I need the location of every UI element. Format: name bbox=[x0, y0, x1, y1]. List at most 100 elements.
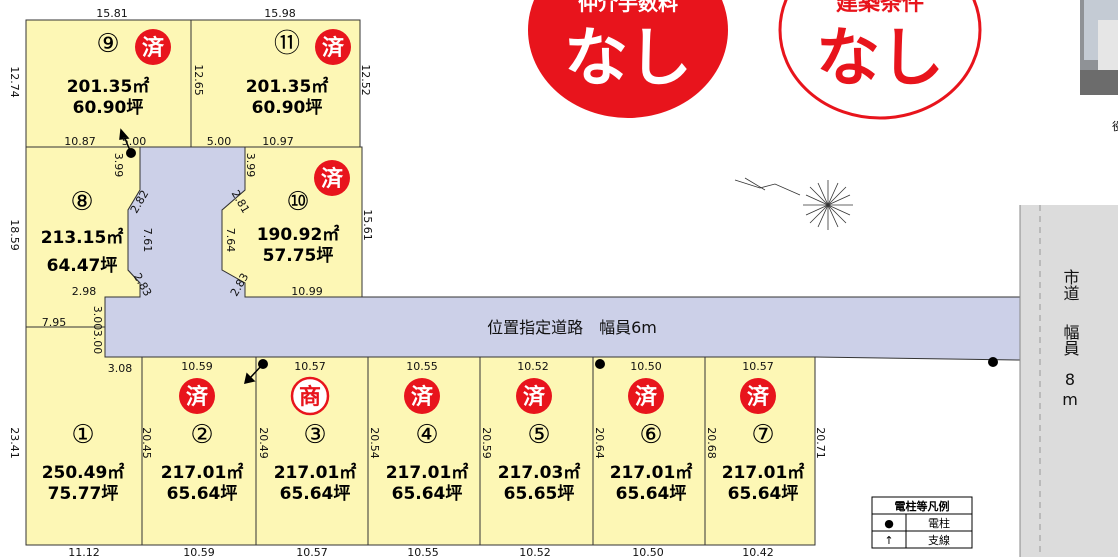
dimension-label: 23.41 bbox=[8, 427, 21, 459]
dimension-label: 5.00 bbox=[122, 135, 147, 148]
legend-pole-symbol: ● bbox=[884, 517, 894, 530]
badge-condition-text: 建築条件 bbox=[836, 0, 924, 16]
dimension-label: 3.00 bbox=[91, 306, 104, 331]
badge-commission-word: なし bbox=[564, 22, 692, 96]
dimension-label: 12.65 bbox=[192, 64, 205, 96]
status-stamp-text: 済 bbox=[635, 384, 658, 410]
lot-area: 213.15㎡ bbox=[41, 227, 124, 248]
lot-area: 250.49㎡ bbox=[42, 462, 125, 483]
guy-wire-arrows bbox=[119, 128, 264, 384]
dimension-label: 3.99 bbox=[112, 153, 125, 178]
dimension-label: 7.64 bbox=[224, 228, 237, 253]
status-stamp bbox=[516, 378, 552, 414]
dimension-label: 20.64 bbox=[593, 427, 606, 459]
lot-tsubo: 65.64坪 bbox=[280, 484, 351, 504]
dimension-label: 18.59 bbox=[8, 219, 21, 251]
dimension-label: 10.55 bbox=[406, 360, 438, 373]
status-stamp-text: 商 bbox=[299, 384, 321, 410]
status-stamp-text: 済 bbox=[411, 384, 434, 410]
lot-number: ③ bbox=[303, 420, 326, 450]
city-road-width-unit: m bbox=[1062, 390, 1078, 409]
photo-caption: 役 bbox=[1112, 119, 1118, 133]
dimension-label: 15.61 bbox=[361, 209, 374, 241]
dimension-label: 20.68 bbox=[705, 427, 718, 459]
dimension-label: 10.55 bbox=[407, 546, 439, 557]
lot-area: 217.01㎡ bbox=[722, 462, 805, 483]
legend-title: 電柱等凡例 bbox=[895, 499, 950, 513]
private-road-label: 位置指定道路 幅員6m bbox=[487, 318, 657, 337]
dimension-label: 10.50 bbox=[632, 546, 664, 557]
legend-guy-symbol: ↑ bbox=[884, 534, 893, 547]
lot-area: 217.01㎡ bbox=[274, 462, 357, 483]
dimension-label: 20.54 bbox=[368, 427, 381, 459]
lot-number: ⑩ bbox=[286, 187, 309, 217]
dimension-label: 20.49 bbox=[257, 427, 270, 459]
dimension-label: 2.98 bbox=[72, 285, 97, 298]
lot-number: ⑦ bbox=[751, 420, 774, 450]
lot-tsubo: 65.64坪 bbox=[616, 484, 687, 504]
dimension-label: 12.52 bbox=[359, 64, 372, 96]
status-stamp-text: 済 bbox=[747, 384, 770, 410]
lot-tsubo: 65.64坪 bbox=[728, 484, 799, 504]
city-road-width-value: 8 bbox=[1065, 370, 1075, 389]
dimension-label: 20.45 bbox=[140, 427, 153, 459]
dimension-label: 10.52 bbox=[519, 546, 551, 557]
lot-area: 217.01㎡ bbox=[386, 462, 469, 483]
dimension-label: 20.71 bbox=[814, 427, 827, 459]
dimension-label: 7.61 bbox=[141, 228, 154, 253]
lot-number: ⑤ bbox=[527, 420, 550, 450]
guy-wire-head bbox=[119, 128, 130, 140]
lot-tsubo: 60.90坪 bbox=[73, 98, 144, 118]
lot-tsubo: 60.90坪 bbox=[252, 98, 323, 118]
dimension-label: 3.99 bbox=[244, 153, 257, 178]
north-arrow-icon bbox=[734, 177, 853, 230]
status-stamp bbox=[135, 29, 171, 65]
dimension-label: 20.59 bbox=[480, 427, 493, 459]
lot-tsubo: 57.75坪 bbox=[263, 246, 334, 266]
dimension-label: 11.12 bbox=[68, 546, 100, 557]
lot-area: 201.35㎡ bbox=[67, 76, 150, 97]
status-stamp bbox=[404, 378, 440, 414]
dimension-label: 10.57 bbox=[296, 546, 328, 557]
lot-number: ① bbox=[71, 420, 94, 450]
no-building-condition-badge: 建築条件 なし bbox=[778, 0, 982, 120]
lot-number: ⑧ bbox=[70, 187, 93, 217]
utility-pole-icon bbox=[595, 359, 605, 369]
status-stamp bbox=[315, 29, 351, 65]
city-road bbox=[1020, 205, 1118, 557]
site-photo: 役 bbox=[1080, 0, 1118, 133]
lot-area: 217.01㎡ bbox=[610, 462, 693, 483]
dimension-label: 3.00 bbox=[91, 330, 104, 355]
dimension-label: 5.00 bbox=[207, 135, 232, 148]
lot-tsubo: 75.77坪 bbox=[48, 484, 119, 504]
city-road-label: 市道 幅員 8 m bbox=[1061, 269, 1080, 409]
lot-number: ⑥ bbox=[639, 420, 662, 450]
status-stamp bbox=[628, 378, 664, 414]
lot-area: 190.92㎡ bbox=[257, 224, 340, 245]
dimension-label: 10.59 bbox=[181, 360, 213, 373]
dimension-label: 3.08 bbox=[108, 362, 133, 375]
dimension-label: 10.42 bbox=[742, 546, 774, 557]
badge-condition-word: なし bbox=[816, 22, 944, 96]
legend: 電柱等凡例 ● 電柱 ↑ 支線 bbox=[871, 496, 973, 549]
status-stamp bbox=[740, 378, 776, 414]
dimension-label: 15.81 bbox=[96, 7, 128, 20]
dimension-label: 10.97 bbox=[262, 135, 294, 148]
status-stamp-text: 済 bbox=[523, 384, 546, 410]
lot-number: ⑨ bbox=[96, 29, 119, 59]
lot-number: ⑪ bbox=[274, 29, 300, 59]
lot-area: 217.01㎡ bbox=[161, 462, 244, 483]
lot-tsubo: 64.47坪 bbox=[47, 256, 118, 276]
lot-number: ② bbox=[190, 420, 213, 450]
lot-tsubo: 65.64坪 bbox=[167, 484, 238, 504]
badge-commission-text: 仲介手数料 bbox=[578, 0, 678, 15]
lot-tsubo: 65.65坪 bbox=[504, 484, 575, 504]
dimension-label: 10.50 bbox=[630, 360, 662, 373]
dimension-label: 12.74 bbox=[8, 66, 21, 98]
utility-pole-icon bbox=[988, 357, 998, 367]
dimension-label: 10.57 bbox=[742, 360, 774, 373]
city-road-name: 市道 bbox=[1061, 269, 1080, 301]
private-road bbox=[104, 146, 1021, 361]
lot-area: 217.03㎡ bbox=[498, 462, 581, 483]
